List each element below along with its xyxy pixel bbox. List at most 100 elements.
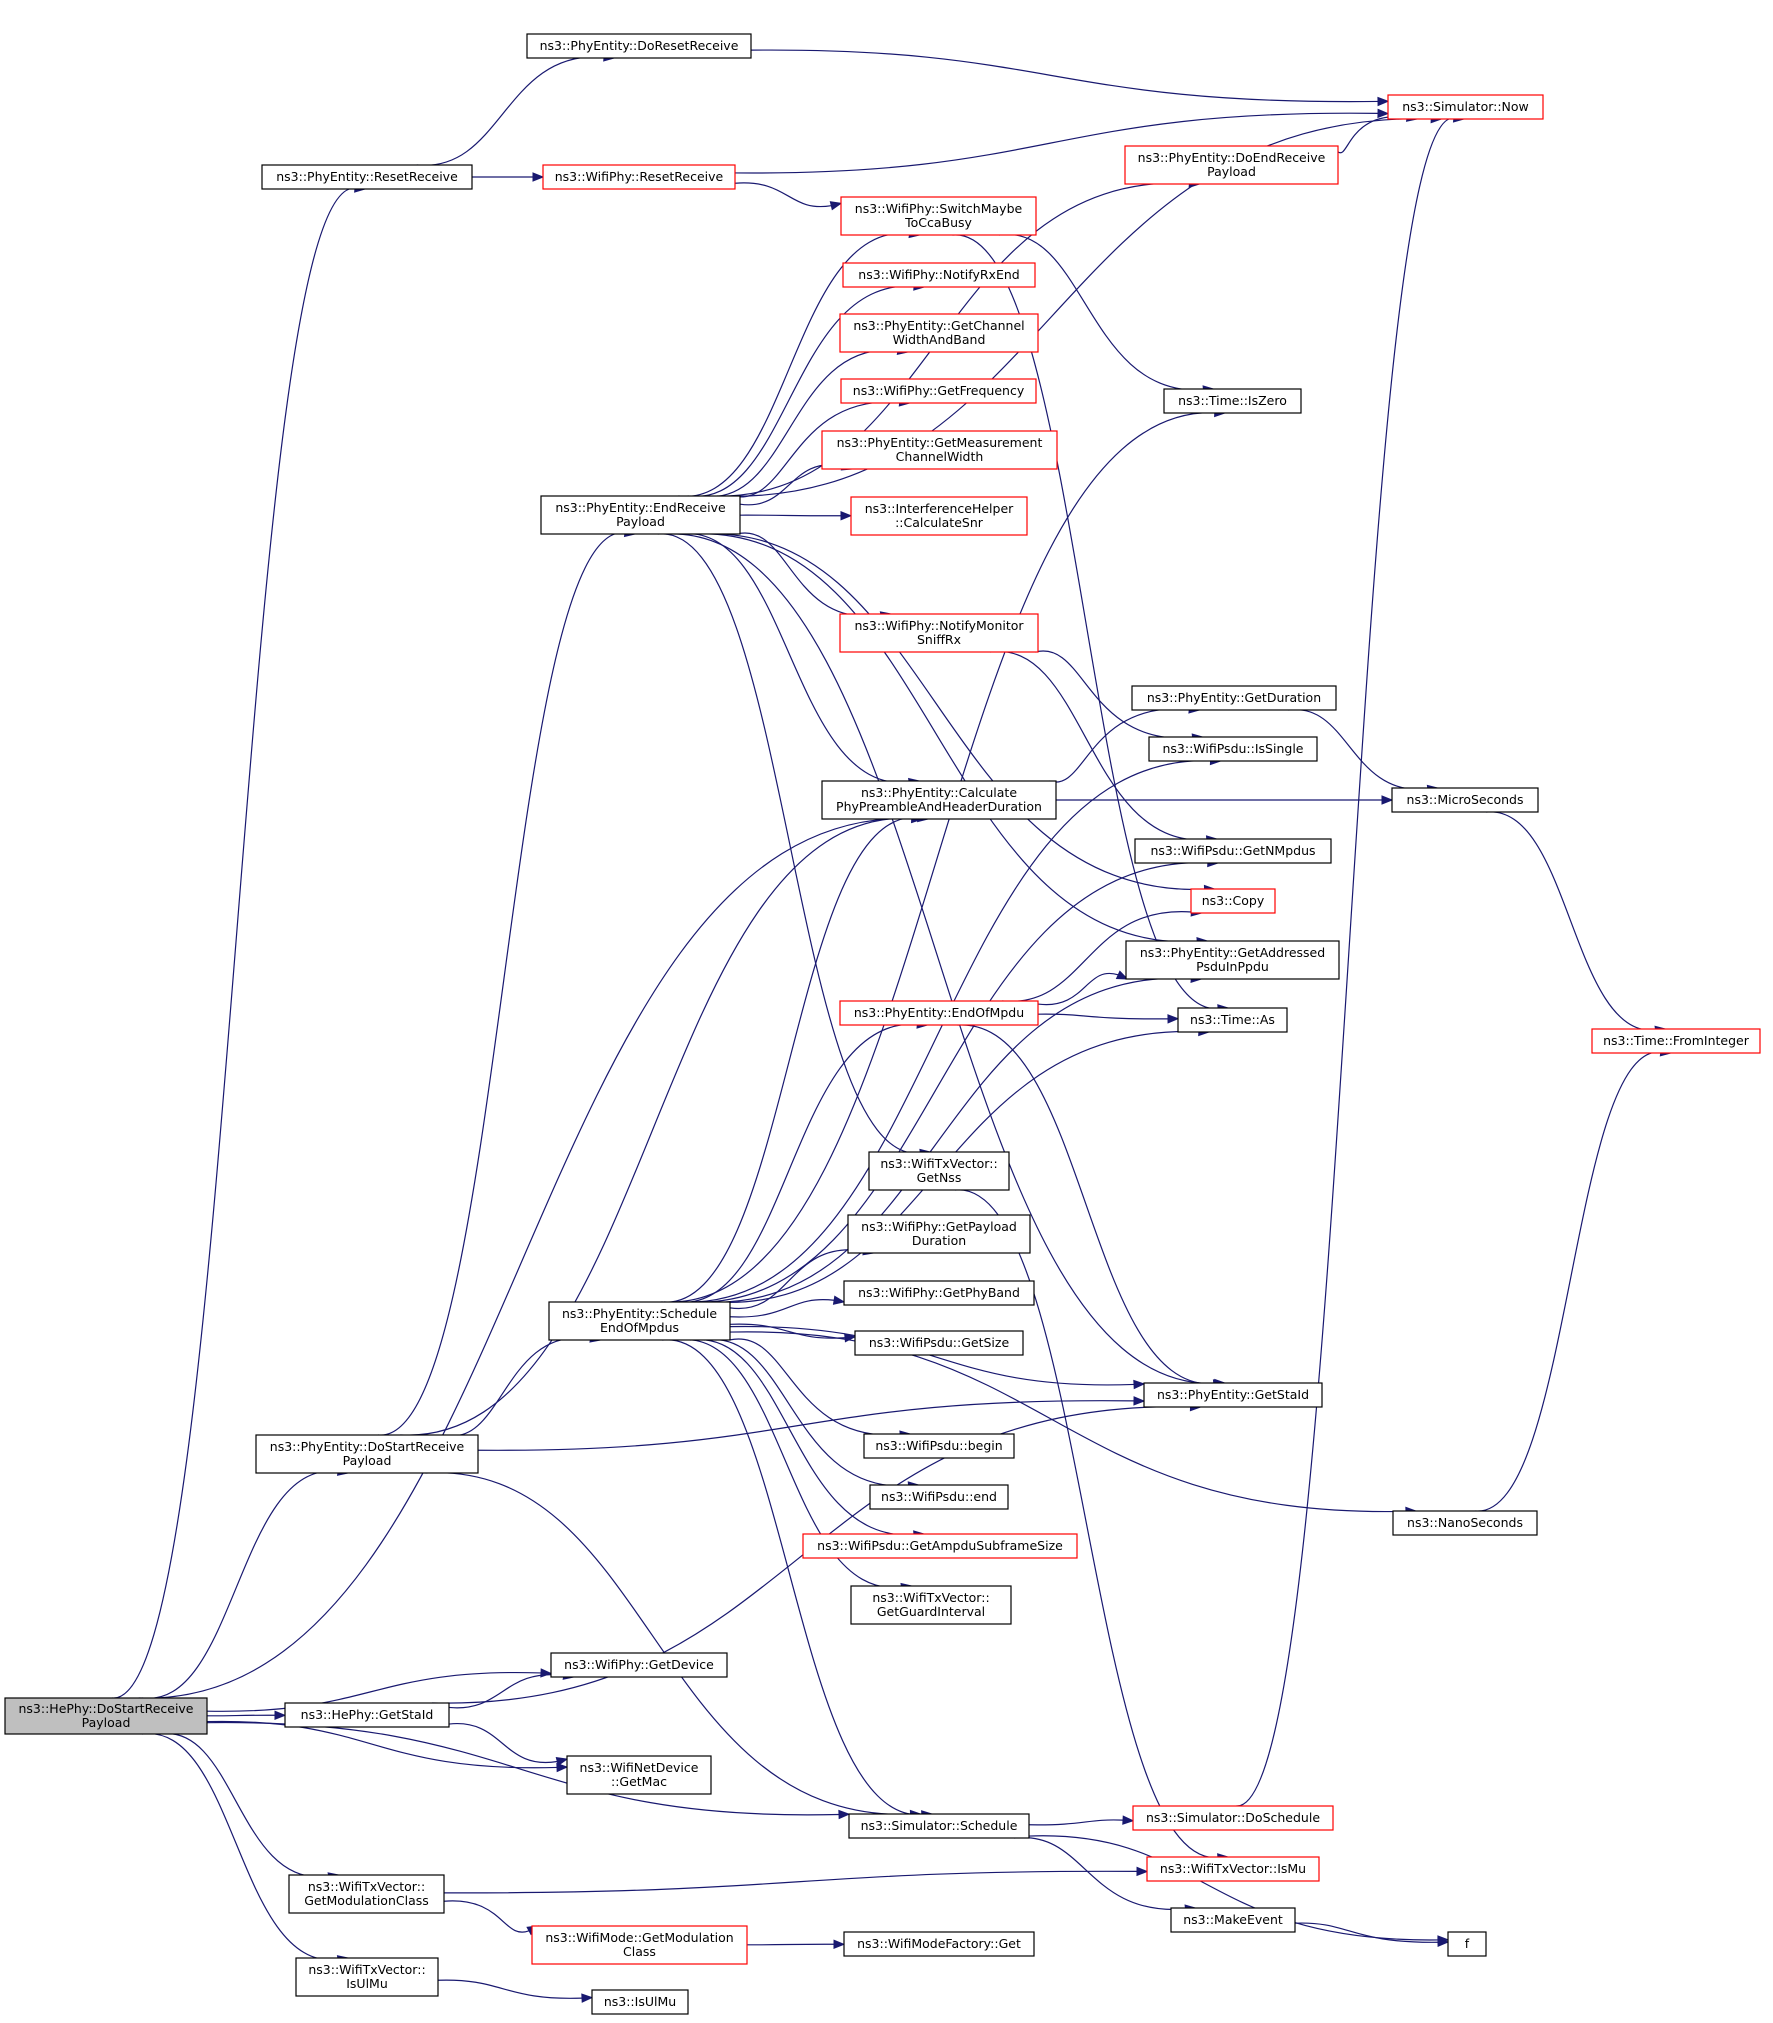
node-box: [591, 1989, 689, 2015]
node-ns3-wifipsdu-end[interactable]: ns3::WifiPsdu::end: [869, 1484, 1009, 1510]
node-box: [1190, 888, 1276, 914]
node-label-line: ns3::WifiPsdu::end: [881, 1489, 997, 1504]
edge-arrowhead: [555, 1757, 569, 1767]
edge-line: [443, 1900, 530, 1933]
edge-line: [661, 1339, 922, 1816]
node-ns3-wifiphy-getdevice[interactable]: ns3::WifiPhy::GetDevice: [550, 1652, 728, 1678]
edge-isulmuvec-to-isulmu: [437, 1979, 594, 2003]
node-ns3-wifitxvector-getmodulationclass[interactable]: ns3::WifiTxVector::GetModulationClass: [288, 1874, 445, 1914]
node-label-line: ns3::PhyEntity::GetMeasurement: [837, 435, 1043, 450]
node-ns3-wifiphy-resetreceive[interactable]: ns3::WifiPhy::ResetReceive: [542, 164, 736, 190]
node-ns3-interferencehelper-calculatesnr[interactable]: ns3::InterferenceHelper::CalculateSnr: [850, 496, 1028, 536]
node-ns3-simulator-doschedule[interactable]: ns3::Simulator::DoSchedule: [1132, 1805, 1334, 1831]
node-ns3-phyentity-endofmpdu[interactable]: ns3::PhyEntity::EndOfMpdu: [839, 1000, 1039, 1026]
node-ns3-phyentity-doresetreceive[interactable]: ns3::PhyEntity::DoResetReceive: [526, 33, 752, 59]
node-ns3-wifitxvector-getguardinterval[interactable]: ns3::WifiTxVector::GetGuardInterval: [850, 1585, 1012, 1625]
node-ns3-wifiphy-getphyband[interactable]: ns3::WifiPhy::GetPhyBand: [843, 1280, 1035, 1306]
node-label-line: SniffRx: [917, 632, 961, 647]
node-ns3-phyentity-getduration[interactable]: ns3::PhyEntity::GetDuration: [1131, 685, 1337, 711]
node-box: [1170, 1907, 1296, 1933]
node-label-line: ns3::PhyEntity::EndOfMpdu: [854, 1005, 1024, 1020]
node-box: [542, 164, 736, 190]
node-label-line: ns3::WifiNetDevice: [580, 1760, 699, 1775]
node-box: [868, 1151, 1010, 1191]
node-label-line: ns3::NanoSeconds: [1407, 1515, 1523, 1530]
node-label-line: ns3::WifiPsdu::GetSize: [869, 1335, 1010, 1350]
edge-dostartreceivepayload-to-endreceivepayload: [378, 527, 637, 1436]
node-ns3-wifipsdu-getsize[interactable]: ns3::WifiPsdu::GetSize: [854, 1330, 1024, 1356]
node-ns3-wifinetdevice-getmac[interactable]: ns3::WifiNetDevice::GetMac: [566, 1755, 712, 1795]
node-label-line: ns3::MakeEvent: [1183, 1912, 1283, 1927]
node-ns3-time-frominteger[interactable]: ns3::Time::FromInteger: [1591, 1028, 1761, 1054]
node-box: [4, 1697, 208, 1735]
node-ns3-wifiphy-getfrequency[interactable]: ns3::WifiPhy::GetFrequency: [840, 378, 1037, 404]
node-ns3-time-as[interactable]: ns3::Time::As: [1177, 1007, 1288, 1033]
edge-line: [678, 759, 1211, 1303]
node-box: [1146, 1856, 1320, 1882]
node-label-line: Payload: [616, 514, 665, 529]
edge-line: [206, 1721, 840, 1816]
edge-line: [717, 118, 1432, 497]
node-ns3-microseconds[interactable]: ns3::MicroSeconds: [1391, 787, 1539, 813]
node-ns3-time-iszero[interactable]: ns3::Time::IsZero: [1163, 388, 1302, 414]
node-ns3-wifipsdu-begin[interactable]: ns3::WifiPsdu::begin: [863, 1433, 1015, 1459]
node-ns3-wifitxvector-isulmu[interactable]: ns3::WifiTxVector::IsUlMu: [295, 1957, 439, 1997]
node-box: [1143, 1382, 1323, 1408]
edge-line: [998, 233, 1204, 391]
edge-root-to-schedule: [206, 1721, 851, 1820]
node-ns3-wifiphy-notifyrxend[interactable]: ns3::WifiPhy::NotifyRxEnd: [842, 262, 1036, 288]
node-ns3-phyentity-resetreceive[interactable]: ns3::PhyEntity::ResetReceive: [261, 164, 473, 190]
edge-line: [1037, 972, 1119, 1006]
node-ns3-phyentity-getstaid[interactable]: ns3::PhyEntity::GetStaId: [1143, 1382, 1323, 1408]
edge-arrowhead: [832, 1295, 846, 1305]
edge-line: [206, 1671, 542, 1712]
node-box: [869, 1484, 1009, 1510]
node-ns3-wifipsdu-getampdusubframesize[interactable]: ns3::WifiPsdu::GetAmpduSubframeSize: [802, 1533, 1078, 1559]
node-f[interactable]: f: [1447, 1931, 1487, 1957]
edge-line: [1337, 116, 1408, 154]
edge-line: [990, 651, 1207, 841]
node-label-line: ns3::Copy: [1202, 893, 1265, 908]
node-ns3-nanoseconds[interactable]: ns3::NanoSeconds: [1392, 1510, 1538, 1536]
node-label-line: GetModulationClass: [304, 1893, 429, 1908]
node-ns3-wifimode-getmodulationclass[interactable]: ns3::WifiMode::GetModulationClass: [531, 1925, 748, 1965]
node-ns3-wifipsdu-getnmpdus[interactable]: ns3::WifiPsdu::GetNMpdus: [1134, 838, 1332, 864]
node-ns3-phyentity-calculatephypreambleandheaderduration[interactable]: ns3::PhyEntity::CalculatePhyPreambleAndH…: [821, 780, 1057, 820]
node-box: [1163, 388, 1302, 414]
node-label-line: ns3::PhyEntity::ResetReceive: [276, 169, 458, 184]
node-label-line: PhyPreambleAndHeaderDuration: [836, 799, 1042, 814]
edge-line: [1028, 1819, 1124, 1826]
node-ns3-copy[interactable]: ns3::Copy: [1190, 888, 1276, 914]
edge-line: [141, 1733, 339, 1961]
edge-line: [729, 1338, 901, 1436]
node-ns3-phyentity-getmeasurementchannelwidth[interactable]: ns3::PhyEntity::GetMeasurementChannelWid…: [821, 430, 1058, 470]
node-ns3-makeevent[interactable]: ns3::MakeEvent: [1170, 1907, 1296, 1933]
edge-line: [731, 401, 900, 498]
node-box: [550, 1652, 728, 1678]
node-ns3-wifipsdu-issingle[interactable]: ns3::WifiPsdu::IsSingle: [1148, 736, 1318, 762]
edge-line: [691, 533, 1198, 943]
node-ns3-wifimodefactory-get[interactable]: ns3::WifiModeFactory::Get: [843, 1931, 1035, 1957]
node-box: [1391, 787, 1539, 813]
node-label-line: ns3::WifiTxVector::: [308, 1879, 425, 1894]
node-box: [1132, 1805, 1334, 1831]
node-ns3-wifitxvector-ismu[interactable]: ns3::WifiTxVector::IsMu: [1146, 1856, 1320, 1882]
node-ns3-wifitxvector-getnss[interactable]: ns3::WifiTxVector::GetNss: [868, 1151, 1010, 1191]
node-ns3-simulator-now[interactable]: ns3::Simulator::Now: [1387, 94, 1544, 120]
node-ns3-isulmu[interactable]: ns3::IsUlMu: [591, 1989, 689, 2015]
edge-hegetstaid-to-getmac: [448, 1723, 569, 1767]
edge-line: [158, 1732, 329, 1878]
node-ns3-simulator-schedule[interactable]: ns3::Simulator::Schedule: [848, 1813, 1030, 1839]
edge-scheduleendofmpdus-to-getphyband: [729, 1295, 846, 1318]
node-ns3-hephy-getstaid[interactable]: ns3::HePhy::GetStaId: [284, 1702, 450, 1728]
node-box: [1447, 1931, 1487, 1957]
